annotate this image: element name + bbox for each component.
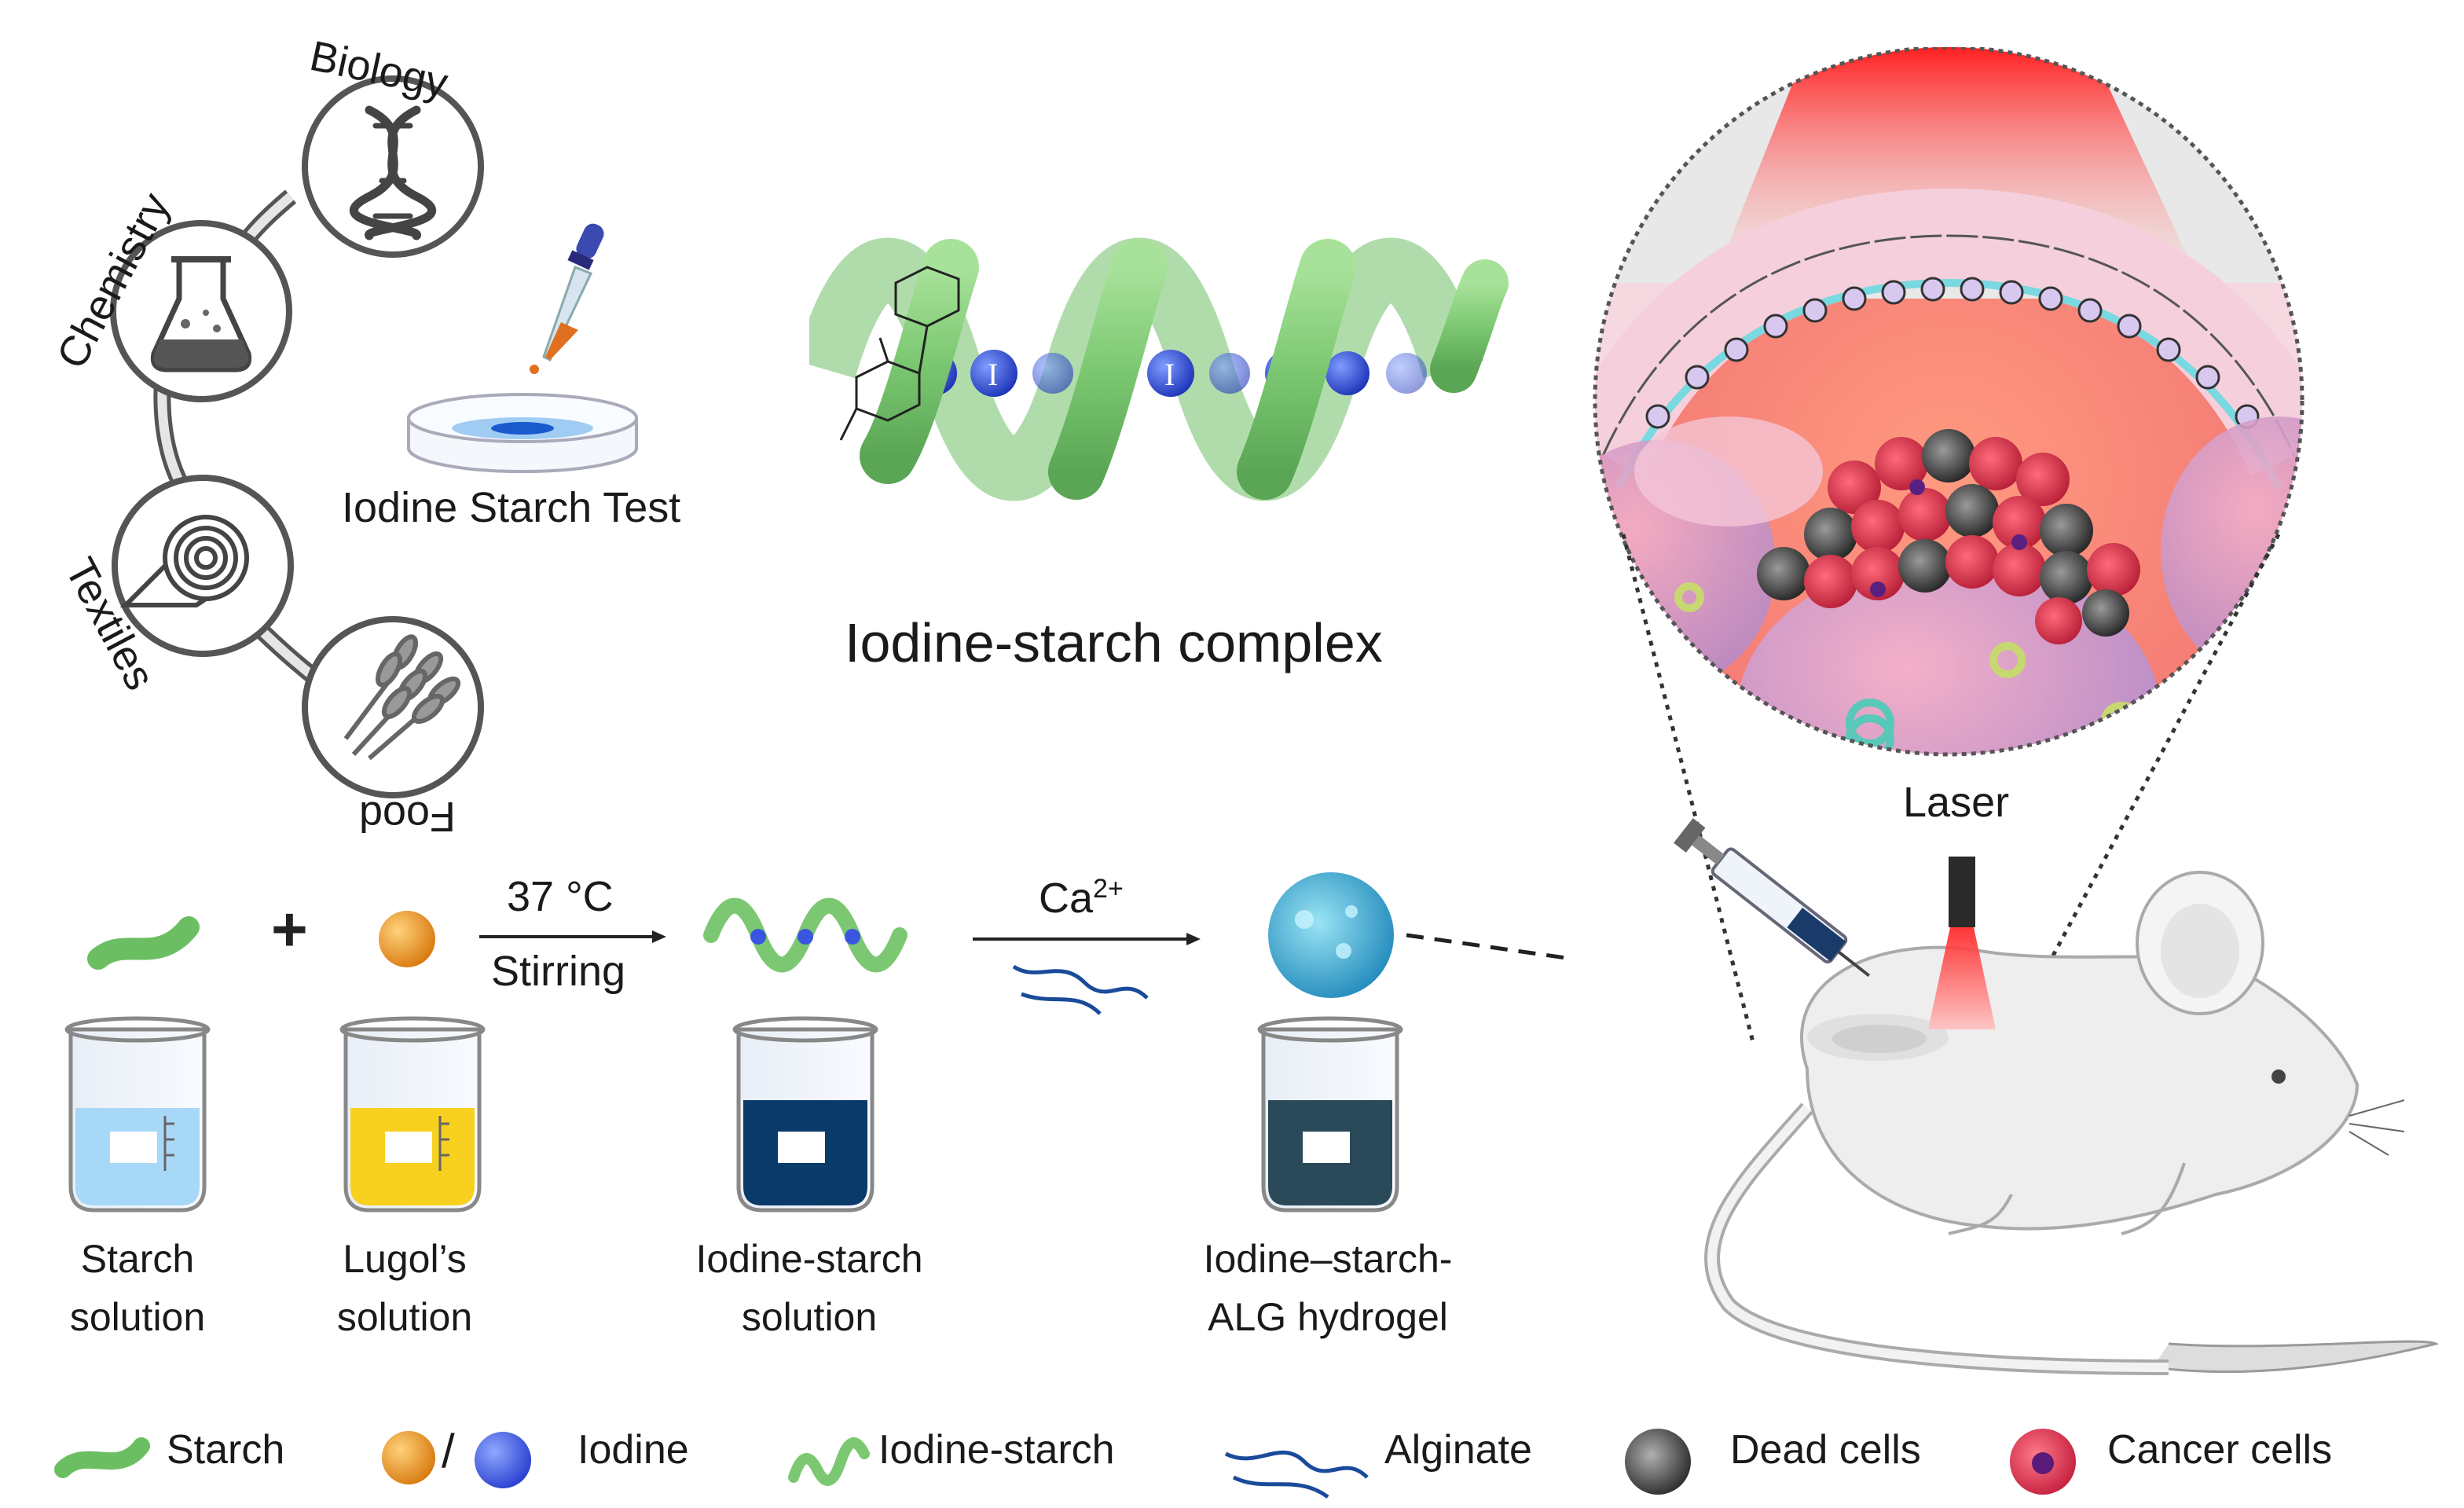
- skin-cells: [1645, 277, 2260, 429]
- beaker-label-hydrogel: Iodine–starch-ALG hydrogel: [1203, 1237, 1453, 1339]
- dna-icon: [349, 105, 437, 240]
- lugol-ball-icon: [379, 911, 435, 967]
- step1-stirring: Stirring: [491, 948, 626, 995]
- process-icons: +: [64, 872, 1571, 1213]
- iodine-starch-test-label: Iodine Starch Test: [342, 484, 681, 531]
- legend-iodine-starch: Iodine-starch: [878, 1427, 1115, 1473]
- laser-device: [1928, 857, 1996, 1029]
- mini-helix-icon: [703, 897, 908, 973]
- complex-title: Iodine-starch complex: [845, 612, 1383, 673]
- tumor-treatment-illustration: [1593, 47, 2440, 1375]
- legend-iodine-orange-icon: [382, 1431, 435, 1484]
- iodine-chain: I I I: [913, 350, 1427, 397]
- legend-iodine-separator: /: [442, 1425, 455, 1477]
- mouse-illustration: [1704, 871, 2440, 1375]
- svg-text:I: I: [988, 357, 998, 392]
- legend-alginate: Alginate: [1384, 1427, 1532, 1473]
- step2-ion: Ca2+: [1039, 874, 1124, 922]
- fabric-roll-icon: [119, 515, 249, 607]
- hydrogel-ball-icon: [1268, 872, 1394, 998]
- legend-alginate-icon: [1224, 1451, 1369, 1499]
- tumor-cluster: [1757, 429, 2140, 644]
- legend-starch: Starch: [167, 1427, 285, 1473]
- starch-icon: [87, 916, 200, 970]
- legend-iodine: Iodine: [578, 1427, 689, 1473]
- legend-dead-cells: Dead cells: [1730, 1427, 1921, 1473]
- svg-text:I: I: [1164, 357, 1175, 392]
- laser-label: Laser: [1903, 779, 2010, 826]
- legend-dead-cell-icon: [1625, 1429, 1691, 1495]
- legend-iodine-blue-icon: [475, 1432, 531, 1488]
- legend-iodine-starch-icon: [788, 1437, 870, 1486]
- syringe-icon: [1674, 818, 1871, 978]
- svg-text:+: +: [271, 894, 308, 964]
- dropper-icon: [530, 223, 604, 374]
- beaker-lugol: [339, 1016, 486, 1213]
- alginate-icon: [1012, 964, 1149, 1015]
- beaker-hydrogel: [1257, 1016, 1403, 1213]
- flask-icon: [150, 256, 252, 372]
- beaker-starch: [64, 1016, 211, 1213]
- step1-temperature: 37 °C: [507, 873, 614, 920]
- legend-cancer-cells: Cancer cells: [2107, 1427, 2333, 1473]
- petri-dish-icon: [407, 393, 638, 473]
- glucose-structure: [839, 266, 960, 441]
- magnifier-circle: [1593, 47, 2304, 757]
- iodine-starch-test-illustration: [407, 223, 638, 473]
- iodine-starch-helix: I I I: [809, 237, 1509, 501]
- wheat-icon: [343, 634, 461, 761]
- field-label-food: Food: [358, 793, 456, 840]
- legend-icons: [54, 1429, 2076, 1499]
- applications-diagram: [110, 75, 484, 798]
- beaker-iodine-starch: [732, 1016, 878, 1213]
- legend-starch-icon: [54, 1437, 150, 1478]
